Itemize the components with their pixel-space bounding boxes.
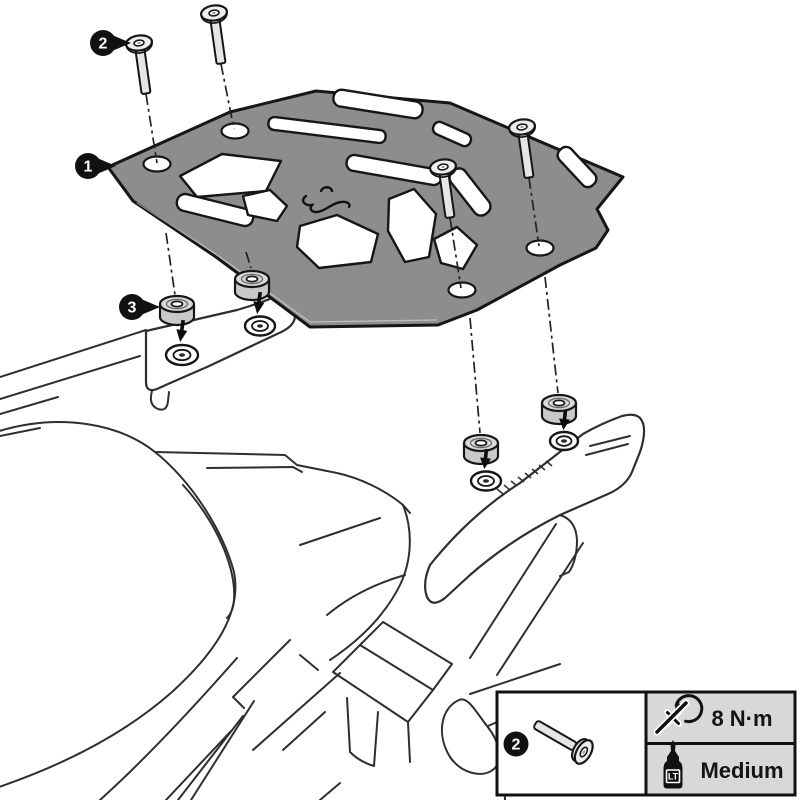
left-rack-arm-bottom [0,355,141,400]
tail-lower-curve [326,574,406,616]
subframe-line1 [232,639,319,709]
callout-3-number: 3 [128,300,137,317]
callout-badges: 1 2 3 [75,30,160,320]
right-arm-strut2 [496,542,584,676]
spacer-bushing [540,393,578,426]
countersunk-screw [124,34,154,95]
lower-fan-line1 [165,730,232,800]
left-rack-arm-lower2 [0,427,41,437]
spacer-bushings [158,269,578,466]
right-rack-arm [423,413,646,604]
callout-2-badge: 2 [90,30,131,56]
plate-cutout [178,152,283,199]
right-rack-knurl-hatch [496,460,553,495]
right-arm-strut1 [469,523,557,659]
rail-mount-bosses [164,315,580,492]
subframe-line2 [252,672,341,751]
lower-fan-line2 [177,715,244,800]
callout-1-badge: 1 [75,153,116,179]
torque-value: 8 N·m [711,706,772,731]
lower-panel-edge [99,657,238,800]
mount-boss [243,315,277,337]
tail-side-curve [329,504,411,661]
insertion-axis [449,217,462,289]
legend-part-badge [503,731,529,757]
legend-part-number: 2 [512,737,521,754]
plate-cutouts [175,88,598,271]
plate-hole [447,281,477,299]
mount-boss [469,470,503,492]
plate-cutout [556,145,598,189]
legend-screw-drawing [533,720,594,765]
plate-cutout [386,187,438,264]
down-arrow [559,409,570,430]
plate-cutout [332,88,424,120]
callout-2-number: 2 [99,36,108,53]
down-arrow [253,291,265,314]
left-rack-hook-tab [149,390,170,411]
bottle-label: LT [668,772,679,782]
plate-hole [525,239,555,257]
spacer-bushing [158,294,196,327]
plate-cutout [267,115,387,145]
no-power-screwdriver-icon [653,694,704,736]
luggage-plate [106,88,625,329]
tail-inner-sweep [182,484,236,619]
right-rack-chamfer1 [589,435,631,447]
plate-mounting-holes [142,122,555,299]
threadlocker-strength: Medium [700,758,783,783]
insertion-axis [544,276,559,394]
plate-cutout [175,192,255,228]
mount-boss [164,343,200,367]
tail-accent-line [299,517,381,546]
seat-outline [0,421,237,788]
tail-top-edge-2 [206,466,303,473]
subframe-line3 [319,782,341,800]
plate-cutout [431,120,473,148]
legend-box: 2 8 N·m LT Medium [495,690,797,797]
left-rack-arm-lower1 [0,396,59,415]
plate-hole [142,155,172,173]
countersunk-screw [507,118,537,179]
insertion-axis [245,251,252,269]
down-arrow [480,448,491,469]
grab-loop [441,698,501,775]
insertion-axes [145,63,559,434]
spacer-bushing [233,269,271,302]
brand-mark [301,186,351,214]
tail-top-edge [154,451,411,514]
mount-bracket-block [332,621,453,767]
callout-1-number: 1 [84,159,93,176]
countersunk-screws [124,4,537,219]
insertion-arrows [176,291,570,469]
callout-3-badge: 3 [119,294,160,320]
countersunk-screw [199,4,229,65]
plate-cutout [241,188,289,223]
mount-boss [548,430,580,452]
down-arrow [176,319,188,342]
countersunk-screw [428,158,458,219]
left-rack-arm-top [0,329,147,378]
insertion-axis [165,232,176,296]
threadlocker-bottle-icon: LT [663,740,683,789]
loop-link1 [469,663,561,695]
plate-hole [220,122,250,140]
right-rack-end-piece [559,514,578,577]
plate-cutout [295,213,380,270]
right-rack-chamfer2 [585,443,629,456]
lower-fan-line3 [190,700,255,800]
insertion-axis [469,317,481,434]
